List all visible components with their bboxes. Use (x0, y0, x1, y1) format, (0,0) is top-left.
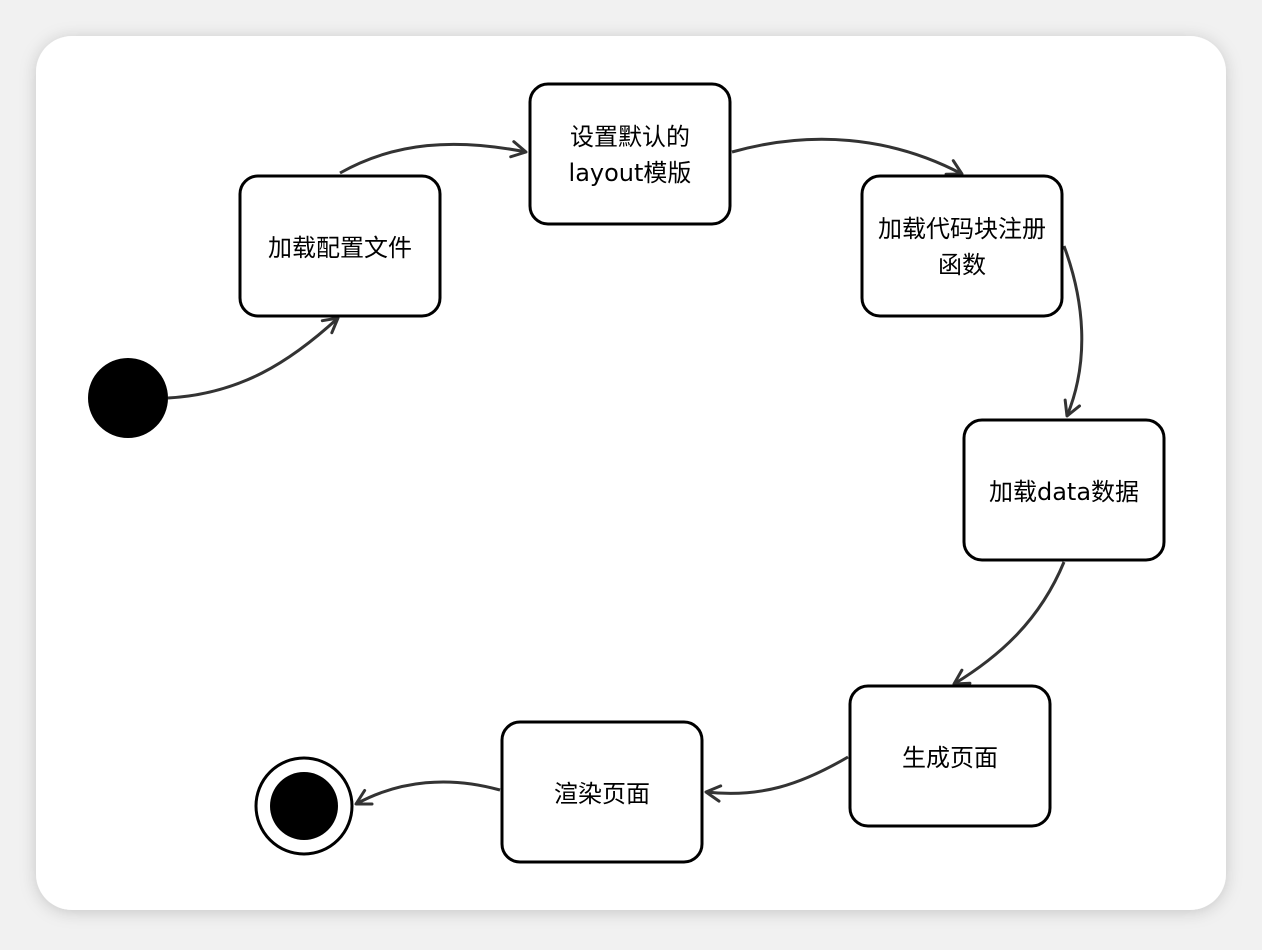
edge-generate-page-to-render-page (704, 755, 849, 803)
state-label-line-2: layout模版 (569, 159, 692, 187)
arrowhead-icon (952, 668, 972, 686)
start-state (88, 358, 168, 438)
transition-line (1062, 245, 1084, 417)
state-load-register[interactable]: 加载代码块注册 函数 (860, 174, 1064, 318)
edges-layer (167, 137, 1084, 806)
transition-line (355, 780, 501, 806)
edge-load-register-to-load-data (1062, 245, 1084, 418)
transition-line (167, 316, 340, 400)
transition-line (731, 137, 963, 176)
arrowhead-icon (354, 789, 374, 806)
state-label: 生成页面 (902, 744, 998, 772)
state-label-line-2: 函数 (938, 251, 986, 279)
edge-load-config-to-set-layout (339, 140, 528, 175)
edge-set-layout-to-load-register (731, 137, 964, 176)
edge-start-to-load-config (167, 316, 340, 400)
transition-line (705, 755, 849, 795)
arrowhead-icon (320, 316, 340, 335)
edge-load-data-to-generate-page (952, 561, 1066, 686)
arrowhead-icon (704, 784, 723, 803)
state-load-config[interactable]: 加载配置文件 (238, 174, 442, 318)
state-generate-page[interactable]: 生成页面 (848, 684, 1052, 828)
state-label-line-1: 设置默认的 (570, 123, 690, 151)
state-load-data[interactable]: 加载data数据 (962, 418, 1166, 562)
arrowhead-icon (1063, 398, 1081, 418)
edge-render-page-to-end (354, 780, 501, 806)
state-render-page[interactable]: 渲染页面 (500, 720, 704, 864)
arrowhead-icon (944, 159, 964, 176)
state-set-layout[interactable]: 设置默认的 layout模版 (528, 82, 732, 226)
state-label: 渲染页面 (554, 780, 650, 808)
arrowhead-icon (509, 140, 528, 159)
nodes-layer: 加载配置文件 设置默认的 layout模版 加载代码块注册 函数 加载data数… (238, 82, 1166, 864)
state-label: 加载data数据 (989, 478, 1139, 506)
state-label: 加载配置文件 (268, 234, 412, 262)
transition-line (953, 561, 1066, 686)
state-label-line-1: 加载代码块注册 (878, 215, 1046, 243)
end-state (254, 756, 354, 856)
transition-line (339, 142, 527, 175)
